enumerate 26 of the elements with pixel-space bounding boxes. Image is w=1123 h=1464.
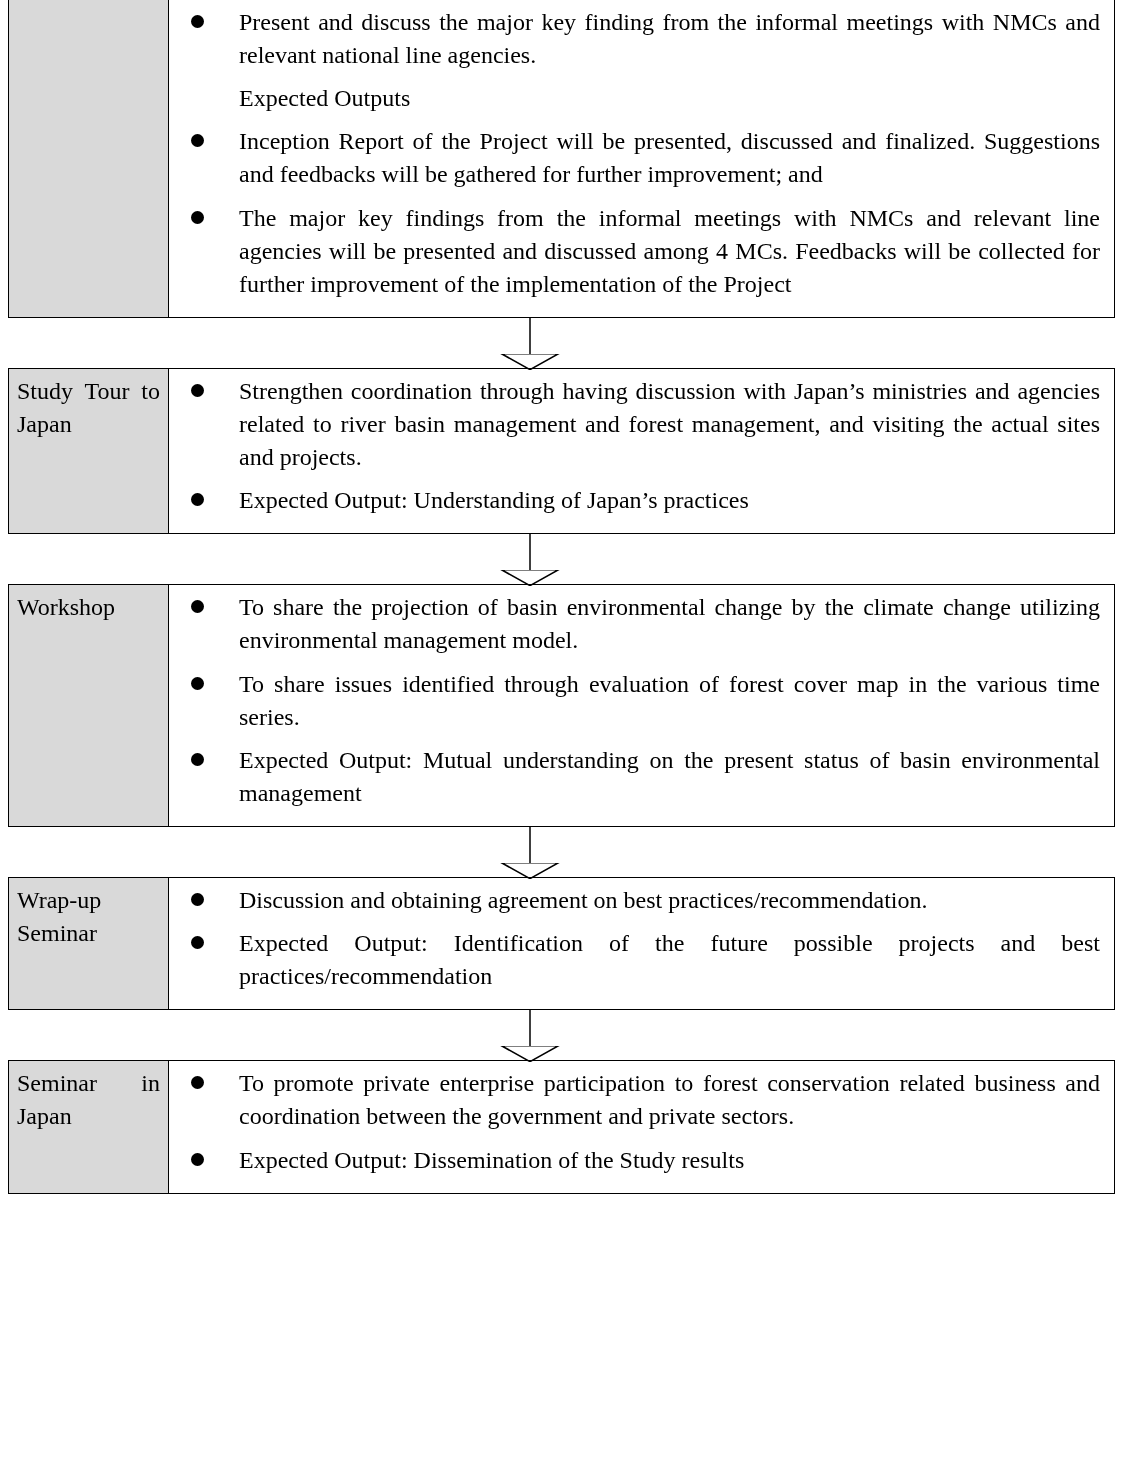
bullet-item: Expected Output: Understanding of Japan’s practices — [177, 484, 1100, 518]
bullet-item: Present and discuss the major key finding from the informal meetings with NMCs and relevant national line agencies. — [177, 6, 1100, 73]
arrow — [500, 317, 560, 371]
arrow — [500, 826, 560, 880]
arrow — [500, 1009, 560, 1063]
empty-name-cell — [9, 0, 169, 317]
bullet-item: To promote private enterprise participation to forest conservation related business and coordination between the government and private sectors. — [177, 1067, 1100, 1134]
stage-name-cell: Wrap-up Seminar — [9, 877, 169, 1010]
stage-row — [8, 876, 1115, 1011]
stage-name-cell: Workshop — [9, 585, 169, 826]
subheading: Expected Outputs — [238, 84, 412, 114]
arrow — [500, 533, 560, 587]
stage-name-cell: Study Tour to Japan — [9, 368, 169, 534]
bullet-item: Expected Output: Dissemination of the Study results — [177, 1143, 1100, 1177]
stage-row — [8, 1060, 1115, 1194]
bullet-item: To share the projection of basin environmental change by the climate change utilizing environmental management model. — [177, 591, 1100, 658]
stage-name-cell: Seminar in Japan — [9, 1061, 169, 1193]
stage-row — [8, 367, 1115, 535]
bullet-item: Strengthen coordination through having discussion with Japan’s ministries and agencies related to river basin management and forest management, and visiting the actual sites and projects. — [177, 374, 1100, 475]
bullet-item: Inception Report of the Project will be presented, discussed and finalized. Suggestions and feedbacks will be gathered for further improvement; and — [177, 125, 1100, 192]
bullet-item: Expected Output: Mutual understanding on the present status of basin environmental management — [177, 743, 1100, 810]
bullet-item: Discussion and obtaining agreement on best practices/recommendation. — [177, 883, 1100, 918]
bullet-item: The major key findings from the informal meetings with NMCs and relevant line agencies will be presented and discussed among 4 MCs. Feedbacks will be collected for further improvement of the implementation of the Project — [177, 201, 1100, 301]
bullet-item: To share issues identified through evaluation of forest cover map in the various time series. — [177, 667, 1100, 734]
bullet-item: Expected Output: Identification of the future possible projects and best practices/recommendation — [177, 927, 1100, 994]
stage-row — [8, 584, 1115, 827]
